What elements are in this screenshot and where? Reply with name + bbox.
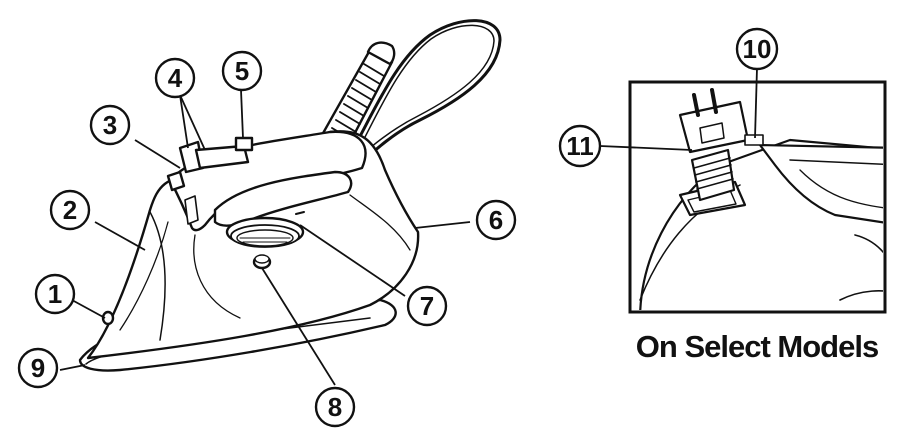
callout-11: 11 xyxy=(558,124,602,168)
callout-4: 4 xyxy=(154,57,196,99)
iron-illustration xyxy=(78,19,502,372)
inset-handle xyxy=(758,143,883,224)
svg-text:9: 9 xyxy=(31,353,45,383)
callout-7: 7 xyxy=(406,285,448,327)
callout-9: 9 xyxy=(17,347,59,389)
inset-caption: On Select Models xyxy=(636,329,878,364)
variable-steam-control xyxy=(234,136,254,152)
svg-text:7: 7 xyxy=(420,291,434,321)
svg-text:3: 3 xyxy=(103,110,117,140)
svg-text:10: 10 xyxy=(743,34,772,64)
leader-lines xyxy=(59,89,471,386)
callout-3: 3 xyxy=(89,104,131,146)
callout-5: 5 xyxy=(221,50,263,92)
svg-text:4: 4 xyxy=(168,63,183,93)
self-clean-button xyxy=(252,254,272,270)
svg-text:8: 8 xyxy=(328,392,342,422)
svg-text:2: 2 xyxy=(63,195,77,225)
spray-nozzle xyxy=(101,310,115,326)
svg-text:6: 6 xyxy=(489,205,503,235)
svg-text:5: 5 xyxy=(235,56,249,86)
svg-text:1: 1 xyxy=(48,279,62,309)
inset-panel: 10 11 On Select Models xyxy=(558,27,887,364)
temperature-dial xyxy=(225,216,305,248)
callout-10: 10 xyxy=(735,27,779,71)
inset-plug xyxy=(678,88,750,202)
callout-1: 1 xyxy=(34,273,76,315)
callout-8: 8 xyxy=(314,386,356,428)
steam-button xyxy=(194,144,250,170)
svg-text:11: 11 xyxy=(566,131,594,161)
power-cord xyxy=(348,19,502,164)
callout-2: 2 xyxy=(49,189,91,231)
callout-6: 6 xyxy=(475,199,517,241)
